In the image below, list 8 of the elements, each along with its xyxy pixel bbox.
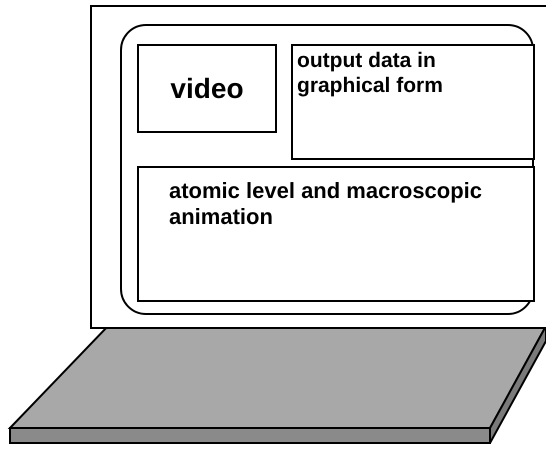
box-label: video bbox=[170, 72, 244, 106]
rounded-panel bbox=[120, 24, 534, 315]
box-label: atomic level and macroscopic animation bbox=[169, 178, 484, 231]
content-box bbox=[137, 44, 277, 133]
screen-frame bbox=[90, 5, 546, 329]
content-box bbox=[291, 44, 535, 160]
content-box bbox=[137, 166, 535, 302]
box-label: output data in graphical form bbox=[297, 48, 444, 98]
